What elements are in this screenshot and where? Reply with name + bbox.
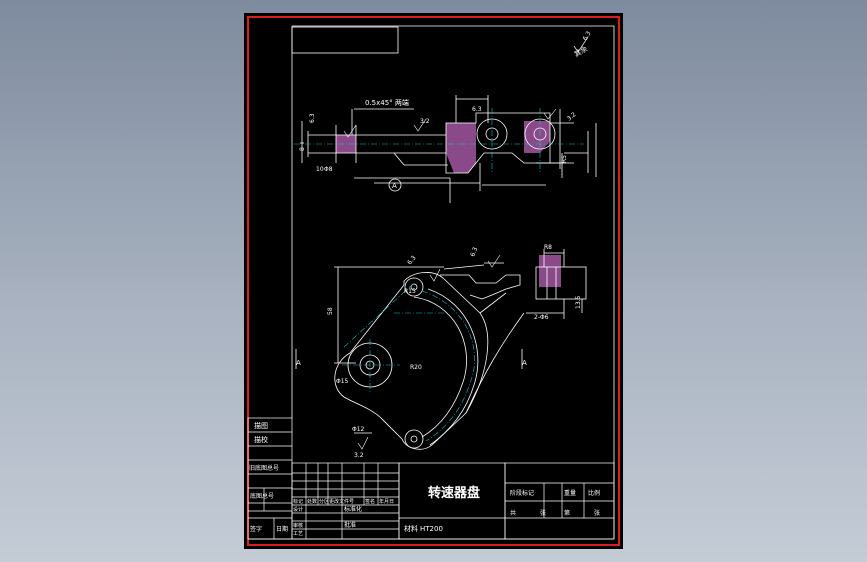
tb-stage-1: 重量 bbox=[564, 489, 576, 497]
part-name: 转速器盘 bbox=[428, 485, 480, 501]
top-dim-4: R5 bbox=[561, 155, 568, 163]
tb-sheet-2: 第 bbox=[564, 509, 570, 517]
tb-sign-2: 工艺 bbox=[293, 531, 303, 537]
front-dim-7: 13.5 bbox=[575, 295, 582, 309]
tb-left-5: 日期 bbox=[276, 525, 288, 533]
front-dim-1: R15 bbox=[404, 288, 416, 295]
top-view-datum-label: A bbox=[392, 182, 397, 190]
tb-stage-0: 阶段标记 bbox=[510, 489, 534, 497]
title-block bbox=[247, 417, 615, 540]
tb-rev-4: 签名 bbox=[365, 498, 375, 505]
tb-sheet-1: 张 bbox=[540, 509, 546, 517]
front-dim-4: 58 bbox=[327, 307, 334, 315]
tb-sheet-0: 共 bbox=[510, 509, 516, 517]
section-mark-right: A bbox=[522, 359, 527, 367]
tb-approve: 批准 bbox=[344, 521, 356, 529]
tb-left-3: 底图总号 bbox=[250, 492, 274, 500]
tb-rev-0: 标记 bbox=[293, 498, 303, 505]
front-dim-2: R20 bbox=[410, 364, 422, 371]
tb-standardize: 标准化 bbox=[344, 505, 362, 513]
top-dim-3: Φ8 bbox=[324, 166, 333, 173]
front-dim-3: Φ15 bbox=[336, 378, 349, 385]
material-label: 材料 bbox=[404, 524, 418, 533]
front-roughness-2: 3.2 bbox=[354, 452, 364, 459]
top-roughness-2: 3.2 bbox=[420, 118, 430, 125]
front-dim-8: R8 bbox=[544, 244, 552, 251]
tb-stage-2: 比例 bbox=[588, 489, 600, 497]
tb-left-4: 签字 bbox=[250, 525, 262, 533]
tb-sign-1: 审核 bbox=[293, 522, 303, 529]
top-roughness-3: 6.3 bbox=[472, 106, 482, 113]
roughness-note-value: 6.3 bbox=[582, 30, 593, 42]
top-dim-2: 10 bbox=[316, 166, 324, 173]
front-dim-6: 2-Φ6 bbox=[534, 314, 549, 321]
tb-left-0: 描图 bbox=[254, 421, 268, 430]
top-view: A 0.5x45° 两端 6.3 3.2 6.3 3.2 8 10 Φ8 R5 bbox=[294, 95, 597, 203]
front-roughness-3: 6.3 bbox=[406, 254, 418, 266]
tb-left-2: 旧底图总号 bbox=[249, 464, 279, 472]
cad-viewport[interactable]: 其余 6.3 bbox=[244, 13, 623, 549]
code-box bbox=[291, 26, 399, 54]
tb-rev-5: 年月日 bbox=[379, 498, 394, 505]
top-roughness-4: 3.2 bbox=[566, 111, 578, 123]
front-dim-5: Φ12 bbox=[352, 426, 365, 433]
chamfer-note: 0.5x45° 两端 bbox=[365, 98, 409, 107]
tb-rev-2: 分区 bbox=[319, 498, 329, 505]
tb-sign-0: 设计 bbox=[293, 506, 303, 513]
section-mark: A bbox=[296, 359, 301, 367]
hatch-section-front-right bbox=[539, 255, 561, 287]
front-roughness-1: 6.3 bbox=[469, 246, 479, 258]
tb-rev-1: 处数 bbox=[307, 498, 317, 505]
tb-sheet-3: 张 bbox=[594, 509, 600, 517]
engineering-drawing: 其余 6.3 bbox=[244, 13, 623, 549]
top-roughness-1: 6.3 bbox=[309, 113, 316, 123]
tb-left-1: 描校 bbox=[254, 435, 268, 444]
hatch-section-mid bbox=[446, 123, 476, 173]
tb-rev-3: 更改文件号 bbox=[329, 498, 354, 505]
front-view: 6.3 3.2 6.3 R15 R20 Φ15 58 Φ12 2-Φ6 13.5… bbox=[295, 244, 587, 459]
material-value: HT200 bbox=[420, 525, 443, 533]
drawing-background bbox=[244, 13, 623, 549]
title-block-text: 描图 描校 旧底图总号 底图总号 签字 日期 标记 处数 分区 更改文件号 签名… bbox=[249, 421, 600, 537]
top-dim-1: 8 bbox=[299, 147, 306, 151]
sheet-border bbox=[247, 16, 620, 546]
